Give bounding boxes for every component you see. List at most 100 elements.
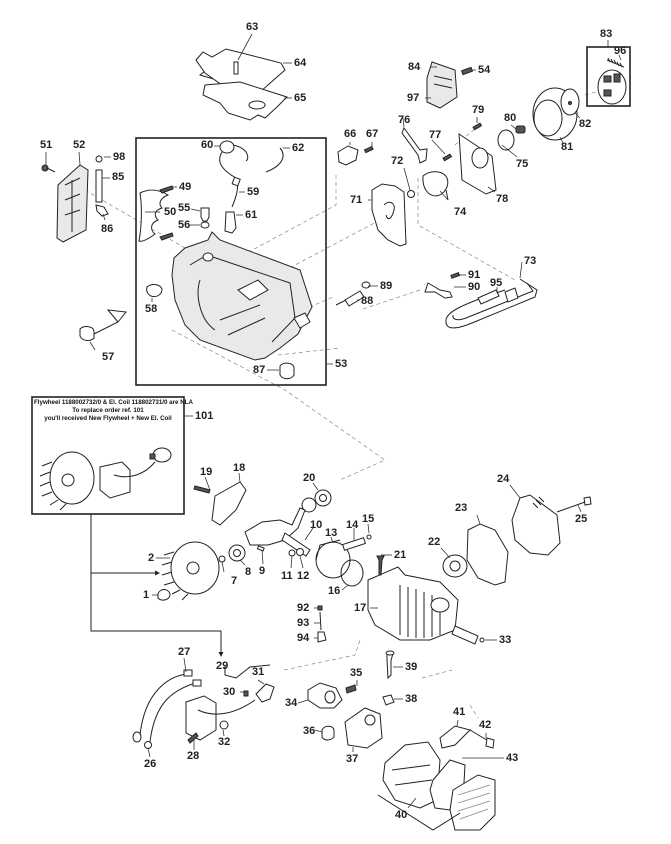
callout-8[interactable]: 8 [245, 566, 252, 578]
callout-55[interactable]: 55 [178, 202, 191, 214]
callout-88[interactable]: 88 [361, 295, 374, 307]
callout-15[interactable]: 15 [362, 513, 375, 525]
callout-57[interactable]: 57 [102, 351, 115, 363]
callout-58[interactable]: 58 [145, 303, 158, 315]
callout-12[interactable]: 12 [297, 570, 310, 582]
callout-17[interactable]: 17 [354, 602, 367, 614]
callout-37[interactable]: 37 [346, 753, 359, 765]
callout-26[interactable]: 26 [144, 758, 157, 770]
callout-72[interactable]: 72 [391, 155, 404, 167]
spacer-32 [219, 720, 229, 730]
callout-75[interactable]: 75 [516, 158, 529, 170]
callout-54[interactable]: 54 [478, 64, 491, 76]
callout-67[interactable]: 67 [366, 128, 379, 140]
callout-18[interactable]: 18 [233, 462, 246, 474]
callout-63[interactable]: 63 [246, 21, 259, 33]
callout-19[interactable]: 19 [200, 466, 213, 478]
callout-91[interactable]: 91 [468, 269, 481, 281]
callout-64[interactable]: 64 [294, 57, 307, 69]
callout-65[interactable]: 65 [294, 92, 307, 104]
callout-86[interactable]: 86 [101, 223, 114, 235]
callout-36[interactable]: 36 [303, 725, 316, 737]
callout-1[interactable]: 1 [143, 589, 150, 601]
callout-21[interactable]: 21 [394, 549, 407, 561]
callout-83[interactable]: 83 [600, 28, 613, 40]
callout-40[interactable]: 40 [395, 809, 408, 821]
callout-32[interactable]: 32 [218, 736, 231, 748]
callout-33[interactable]: 33 [499, 634, 512, 646]
callout-77[interactable]: 77 [429, 129, 442, 141]
key-9 [256, 545, 265, 552]
callout-92[interactable]: 92 [297, 602, 310, 614]
callout-78[interactable]: 78 [496, 193, 509, 205]
callout-59[interactable]: 59 [247, 186, 260, 198]
washer-12 [296, 548, 304, 556]
callout-87[interactable]: 87 [253, 364, 266, 376]
callout-101[interactable]: 101 [195, 410, 214, 422]
callout-49[interactable]: 49 [179, 181, 192, 193]
callout-81[interactable]: 81 [561, 141, 574, 153]
callout-94[interactable]: 94 [297, 632, 310, 644]
callout-66[interactable]: 66 [344, 128, 357, 140]
callout-84[interactable]: 84 [408, 61, 421, 73]
callout-39[interactable]: 39 [405, 661, 418, 673]
spring-30 [243, 690, 249, 697]
washer-72 [407, 190, 415, 198]
callout-97[interactable]: 97 [407, 92, 420, 104]
callout-62[interactable]: 62 [292, 142, 305, 154]
callout-2[interactable]: 2 [148, 552, 155, 564]
callout-14[interactable]: 14 [346, 519, 359, 531]
callout-29[interactable]: 29 [216, 660, 229, 672]
callout-27[interactable]: 27 [178, 646, 191, 658]
callout-10[interactable]: 10 [310, 519, 323, 531]
callout-52[interactable]: 52 [73, 139, 86, 151]
callout-13[interactable]: 13 [325, 527, 338, 539]
callout-24[interactable]: 24 [497, 473, 510, 485]
callout-25[interactable]: 25 [575, 513, 588, 525]
chain-catcher-84 [426, 61, 458, 109]
callout-50[interactable]: 50 [164, 206, 177, 218]
callout-41[interactable]: 41 [453, 706, 466, 718]
fitting-86 [95, 204, 109, 217]
callout-53[interactable]: 53 [335, 358, 348, 370]
callout-71[interactable]: 71 [350, 194, 363, 206]
callout-34[interactable]: 34 [285, 697, 298, 709]
callout-90[interactable]: 90 [468, 281, 481, 293]
callout-96[interactable]: 96 [614, 45, 627, 57]
callout-20[interactable]: 20 [303, 472, 316, 484]
callout-38[interactable]: 38 [405, 693, 418, 705]
callout-61[interactable]: 61 [245, 209, 258, 221]
callout-51[interactable]: 51 [40, 139, 53, 151]
callout-56[interactable]: 56 [178, 219, 191, 231]
callout-76[interactable]: 76 [398, 114, 411, 126]
callout-60[interactable]: 60 [201, 139, 214, 151]
callout-30[interactable]: 30 [223, 686, 236, 698]
callout-73[interactable]: 73 [524, 255, 537, 267]
callout-23[interactable]: 23 [455, 502, 468, 514]
callout-98[interactable]: 98 [113, 151, 126, 163]
bearing-cap-18 [211, 481, 247, 526]
callout-93[interactable]: 93 [297, 617, 310, 629]
callout-9[interactable]: 9 [259, 565, 266, 577]
callout-31[interactable]: 31 [252, 666, 265, 678]
callout-7[interactable]: 7 [231, 575, 238, 587]
callout-42[interactable]: 42 [479, 719, 492, 731]
callout-35[interactable]: 35 [350, 667, 363, 679]
callout-43[interactable]: 43 [506, 752, 519, 764]
callout-85[interactable]: 85 [112, 171, 125, 183]
callout-79[interactable]: 79 [472, 104, 485, 116]
nla-note: Flywheel 1188002732/0 & El. Coil 1188027… [34, 399, 193, 423]
callout-74[interactable]: 74 [454, 206, 467, 218]
spark-plug-33 [451, 625, 479, 645]
spacer-36 [321, 725, 335, 741]
callout-82[interactable]: 82 [579, 118, 592, 130]
callout-11[interactable]: 11 [281, 570, 293, 582]
callout-80[interactable]: 80 [504, 112, 517, 124]
callout-89[interactable]: 89 [380, 280, 393, 292]
callout-22[interactable]: 22 [428, 536, 441, 548]
callout-16[interactable]: 16 [328, 585, 341, 597]
note-box-artwork [39, 447, 172, 511]
callout-28[interactable]: 28 [187, 750, 200, 762]
callout-95[interactable]: 95 [490, 277, 503, 289]
